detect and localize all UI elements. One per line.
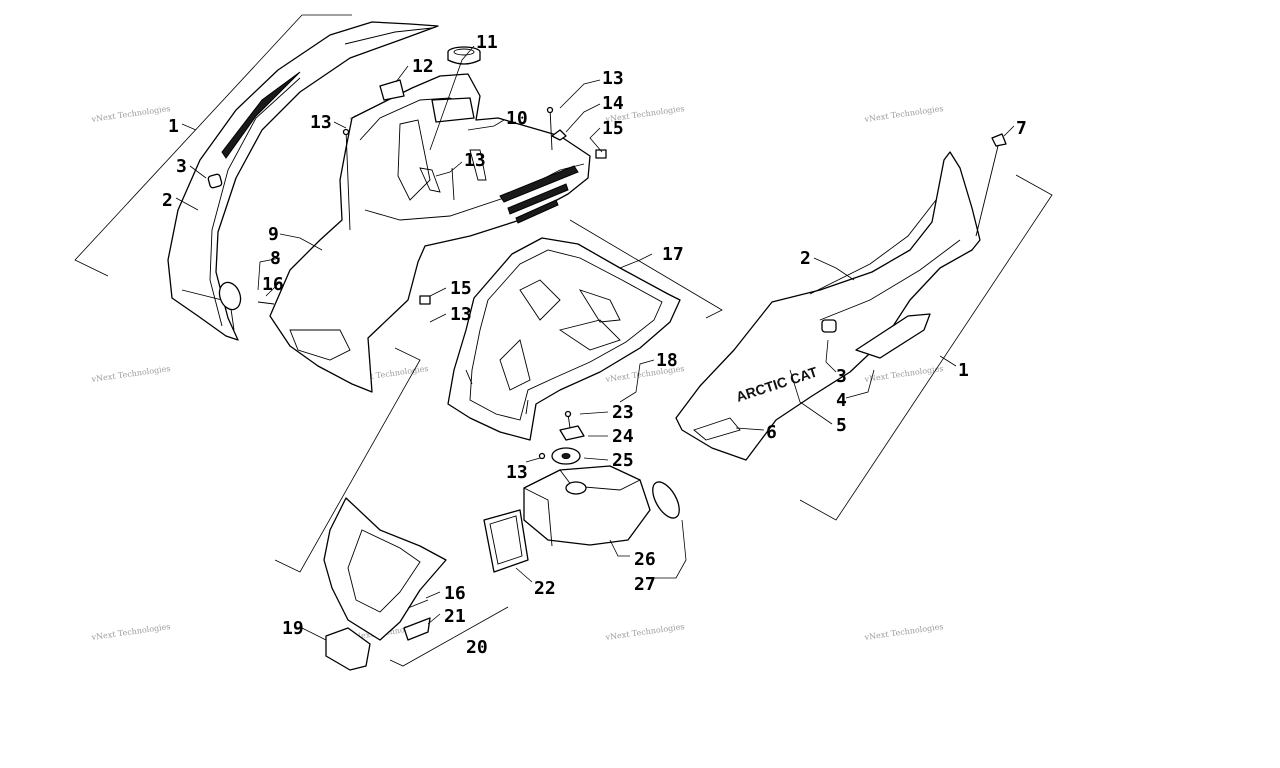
intake-tray xyxy=(447,237,681,441)
callout-16: 16 xyxy=(444,583,466,604)
callout-22: 22 xyxy=(534,578,556,599)
callout-1: 1 xyxy=(168,116,179,137)
watermark-text: vNext Technologies xyxy=(863,104,944,124)
callout-7: 7 xyxy=(1016,118,1027,139)
watermark-text: vNext Technologies xyxy=(863,364,944,384)
decal-4 xyxy=(855,313,931,359)
watermark-text: vNext Technologies xyxy=(90,364,171,384)
callout-3: 3 xyxy=(836,366,847,387)
right-plug-3 xyxy=(821,319,837,333)
callout-13: 13 xyxy=(464,150,486,171)
callout-9: 9 xyxy=(268,224,279,245)
callout-21: 21 xyxy=(444,606,466,627)
air-duct-assembly xyxy=(483,410,680,573)
callout-20: 20 xyxy=(466,637,488,658)
callout-11: 11 xyxy=(476,32,498,53)
oring-8 xyxy=(218,281,242,311)
callout-2: 2 xyxy=(162,190,173,211)
clamp-27 xyxy=(652,481,680,519)
callout-15: 15 xyxy=(602,118,624,139)
callout-6: 6 xyxy=(766,422,777,443)
callout-23: 23 xyxy=(612,402,634,423)
callout-3: 3 xyxy=(176,156,187,177)
callout-24: 24 xyxy=(612,426,634,447)
callout-26: 26 xyxy=(634,549,656,570)
watermark-text: vNext Technologies xyxy=(90,104,171,124)
callout-1: 1 xyxy=(958,360,969,381)
callout-25: 25 xyxy=(612,450,634,471)
callout-13: 13 xyxy=(450,304,472,325)
callout-14: 14 xyxy=(602,93,624,114)
callout-10: 10 xyxy=(506,108,528,129)
callout-13: 13 xyxy=(310,112,332,133)
callout-5: 5 xyxy=(836,415,847,436)
duct-26 xyxy=(523,465,651,546)
left-plug-3 xyxy=(207,173,223,189)
callout-13: 13 xyxy=(506,462,528,483)
callout-15: 15 xyxy=(450,278,472,299)
right-side-panel: ARCTIC CAT xyxy=(675,133,1007,461)
lower-bezel xyxy=(323,497,447,671)
part-19 xyxy=(325,627,371,671)
washer-14 xyxy=(551,129,567,141)
bracket-24 xyxy=(559,425,585,441)
callout-18: 18 xyxy=(656,350,678,371)
callout-12: 12 xyxy=(412,56,434,77)
part-21 xyxy=(403,617,431,641)
watermark-text: vNext Technologies xyxy=(604,622,685,642)
callout-27: 27 xyxy=(634,574,656,595)
group-boundaries xyxy=(74,14,1053,667)
callout-13: 13 xyxy=(602,68,624,89)
callout-17: 17 xyxy=(662,244,684,265)
callouts: 1 2 3 8 16 9 12 11 13 10 13 13 14 15 15 … xyxy=(162,32,1027,658)
fastener-7 xyxy=(991,133,1007,147)
front-hood xyxy=(269,73,607,393)
left-side-panel xyxy=(167,21,439,341)
watermark-text: vNext Technologies xyxy=(90,622,171,642)
callout-8: 8 xyxy=(270,248,281,269)
callout-16: 16 xyxy=(262,274,284,295)
watermark-text: vNext Technologies xyxy=(863,622,944,642)
hood-part-12 xyxy=(379,79,405,101)
callout-4: 4 xyxy=(836,390,847,411)
callout-2: 2 xyxy=(800,248,811,269)
leader-lines xyxy=(175,45,1015,641)
callout-19: 19 xyxy=(282,618,304,639)
